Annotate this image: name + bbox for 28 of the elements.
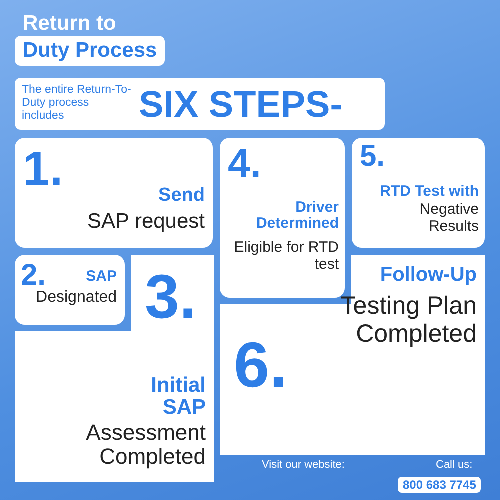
step-number: 6. (234, 333, 288, 397)
step-text: Eligible for RTD test (233, 240, 339, 273)
step-heading: Follow-Up (379, 265, 477, 286)
subtitle-heading: SIX STEPS- (139, 84, 343, 126)
step-number: 3. (145, 267, 197, 329)
step-number: 4. (228, 144, 262, 184)
step-heading: Initial SAP (150, 375, 206, 420)
step-text: Designated (35, 289, 117, 307)
step-heading: Send (158, 186, 205, 206)
step-number: 2. (21, 261, 46, 291)
title-text: Duty Process (15, 36, 166, 66)
subtitle-text: The entire Return-To-Duty process includes (22, 84, 132, 124)
step-card (15, 138, 213, 248)
phone-number: 800 683 7745 (398, 477, 482, 493)
step-heading: SAP (85, 269, 117, 285)
step-card (15, 255, 125, 325)
step-text: Testing Plan Completed (340, 293, 477, 348)
step-card (352, 138, 485, 248)
step-text: Assessment Completed (85, 421, 206, 470)
footer-text: Call us: (436, 459, 473, 471)
step-heading: RTD Test with (379, 184, 479, 200)
step-heading: Driver Determined (255, 200, 339, 232)
step-text: SAP request (86, 210, 205, 234)
footer-text: Visit our website: (262, 459, 345, 471)
title-text: Return to (22, 11, 118, 37)
step-text: Negative Results (418, 202, 479, 235)
step-number: 5. (360, 142, 386, 172)
step-number: 1. (23, 146, 64, 194)
